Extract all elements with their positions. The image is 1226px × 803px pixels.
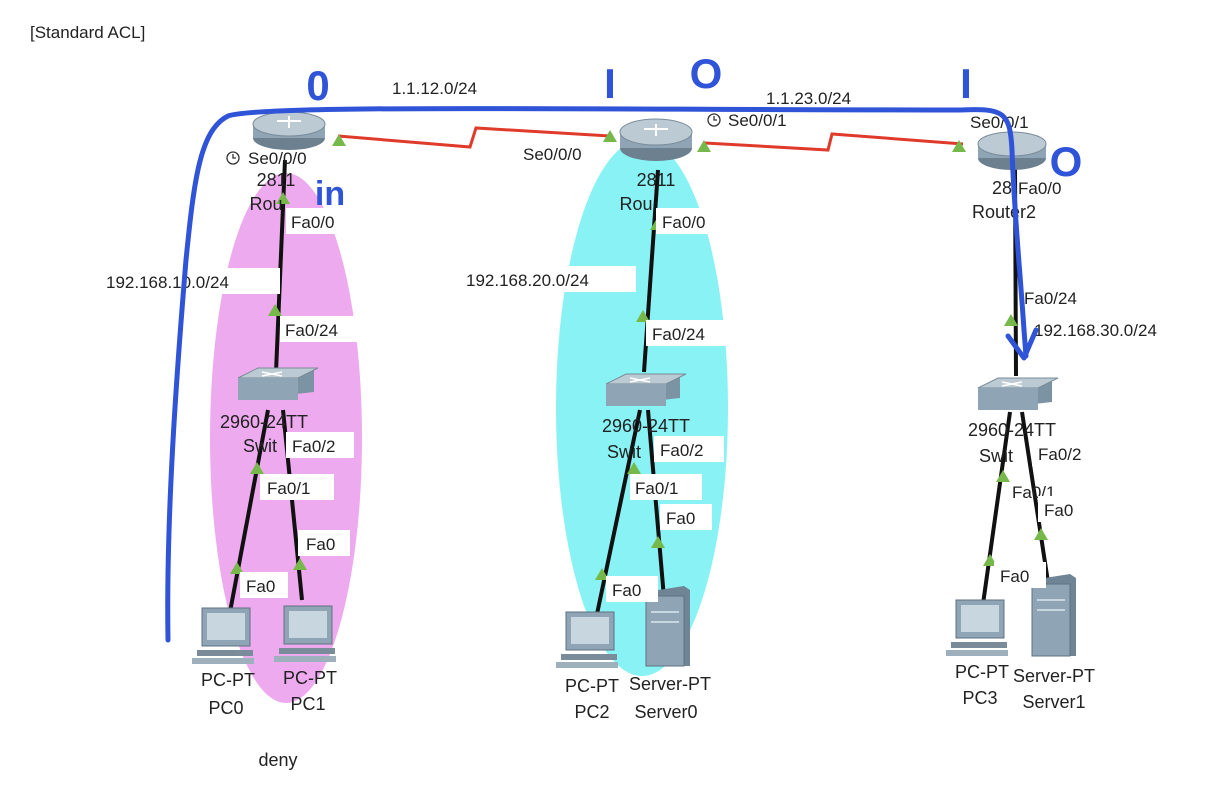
pc1[interactable] <box>274 605 336 662</box>
network-label-192-168-20: 192.168.20.0/24 <box>466 271 589 290</box>
switch1-model-label: 2960-24TT <box>602 416 690 436</box>
port-up-icon <box>983 554 997 566</box>
mark-r0-fa-in: in <box>315 175 345 213</box>
port-up-icon <box>293 558 307 570</box>
clock-icon <box>226 151 240 165</box>
pc1-type-label: PC-PT <box>283 668 337 688</box>
traffic-path-annotation <box>165 106 1029 643</box>
port-label-srv1-fa0: Fa0 <box>1044 501 1073 520</box>
switch1[interactable] <box>605 373 687 406</box>
server0-name-label: Server0 <box>634 702 697 722</box>
pc0[interactable] <box>192 607 254 664</box>
port-up-icon <box>332 134 346 146</box>
port-up-icon <box>1004 314 1018 326</box>
server1[interactable] <box>1031 574 1076 657</box>
port-label-pc0-fa0: Fa0 <box>246 577 275 596</box>
arrowhead-icon <box>1005 327 1039 361</box>
pc3-name-label: PC3 <box>962 688 997 708</box>
port-label-r2-se0-0-1: Se0/0/1 <box>970 113 1029 132</box>
port-up-icon <box>952 140 966 152</box>
pc0-type-label: PC-PT <box>201 670 255 690</box>
link-sw2-pc3[interactable] <box>981 411 1012 605</box>
port-label-pc1-fa0: Fa0 <box>306 535 335 554</box>
network-label-192-168-10: 192.168.10.0/24 <box>106 273 229 292</box>
link-sw1-srv0[interactable] <box>646 409 666 599</box>
pc0-name-label: PC0 <box>208 698 243 718</box>
router0[interactable] <box>252 111 326 150</box>
router1-name-label: Rou <box>619 194 652 214</box>
port-up-icon <box>595 568 609 580</box>
port-up-icon <box>996 470 1010 482</box>
mark-r2-se: I <box>960 60 972 107</box>
port-label-r0-fa0-0: Fa0/0 <box>291 213 334 232</box>
port-label-srv0-fa0: Fa0 <box>666 509 695 528</box>
router2-name-label: Router2 <box>972 202 1036 222</box>
port-up-icon <box>627 462 641 474</box>
pc2-name-label: PC2 <box>574 702 609 722</box>
port-label-r1-se0-0-0: Se0/0/0 <box>523 145 582 164</box>
port-status-indicators <box>230 130 1048 580</box>
port-up-icon <box>651 536 665 548</box>
network-label-1-1-23: 1.1.23.0/24 <box>766 89 851 108</box>
router1-model-label: 2811 <box>637 170 676 190</box>
port-label-r1-se0-0-1: Se0/0/1 <box>728 111 787 130</box>
port-label-r2-fa0-0: Fa0/0 <box>1018 179 1061 198</box>
port-label-sw0-fa0-24: Fa0/24 <box>285 321 338 340</box>
server1-name-label: Server1 <box>1022 692 1085 712</box>
mark-r0-serial: 0 <box>306 62 329 109</box>
link-sw0-pc0[interactable] <box>228 409 270 613</box>
switch2[interactable] <box>977 377 1059 410</box>
network-label-192-168-30: 192.168.30.0/24 <box>1034 321 1157 340</box>
port-up-icon <box>250 462 264 474</box>
port-label-sw1-fa0-2: Fa0/2 <box>660 441 703 460</box>
switch0[interactable] <box>237 367 319 400</box>
switch0-model-label: 2960-24TT <box>220 412 308 432</box>
pc2-type-label: PC-PT <box>565 676 619 696</box>
port-label-sw2-fa0-2: Fa0/2 <box>1038 445 1081 464</box>
mark-r2-fa: O <box>1050 138 1083 185</box>
port-label-r0-se0-0-0: Se0/0/0 <box>248 149 307 168</box>
pc2[interactable] <box>556 611 618 668</box>
port-label-pc2-fa0: Fa0 <box>612 581 641 600</box>
port-up-icon <box>276 192 290 204</box>
pc3[interactable] <box>946 599 1008 656</box>
pc3-type-label: PC-PT <box>955 662 1009 682</box>
server1-type-label: Server-PT <box>1013 666 1095 686</box>
port-up-icon <box>603 130 617 142</box>
pc1-name-label: PC1 <box>290 694 325 714</box>
serial-link-r1-r2[interactable] <box>704 132 964 152</box>
port-label-r1-fa0-0: Fa0/0 <box>662 213 705 232</box>
router2-model-label: 28 <box>992 178 1012 198</box>
switch1-name-label: Swit <box>607 442 641 462</box>
network-label-1-1-12: 1.1.12.0/24 <box>392 79 477 98</box>
mark-r1-se1: O <box>690 50 723 97</box>
switch2-model-label: 2960-24TT <box>968 420 1056 440</box>
page-title: [Standard ACL] <box>30 23 145 42</box>
deny-note: deny <box>258 750 297 770</box>
router0-name-label: Rou <box>249 194 282 214</box>
server0-type-label: Server-PT <box>629 674 711 694</box>
port-up-icon <box>1034 528 1048 540</box>
port-label-sw1-fa0-24: Fa0/24 <box>652 325 705 344</box>
router1[interactable] <box>619 118 693 161</box>
link-sw2-srv1[interactable] <box>1020 411 1050 583</box>
clock-icon <box>707 113 721 127</box>
port-up-icon <box>697 140 711 152</box>
switch0-name-label: Swit <box>243 436 277 456</box>
port-up-icon <box>230 562 244 574</box>
port-up-icon <box>268 304 282 316</box>
port-label-sw0-fa0-1: Fa0/1 <box>267 479 310 498</box>
port-label-sw1-fa0-1: Fa0/1 <box>635 479 678 498</box>
port-label-sw0-fa0-2: Fa0/2 <box>292 437 335 456</box>
mark-r1-se0: I <box>604 60 616 107</box>
port-up-icon <box>636 310 650 322</box>
port-label-sw2-fa0-24: Fa0/24 <box>1024 289 1077 308</box>
switch2-name-label: Swit <box>979 446 1013 466</box>
router0-model-label: 2811 <box>257 170 296 190</box>
server0[interactable] <box>645 586 690 667</box>
serial-link-r0-r1[interactable] <box>337 126 611 149</box>
port-label-pc3-fa0: Fa0 <box>1000 567 1029 586</box>
